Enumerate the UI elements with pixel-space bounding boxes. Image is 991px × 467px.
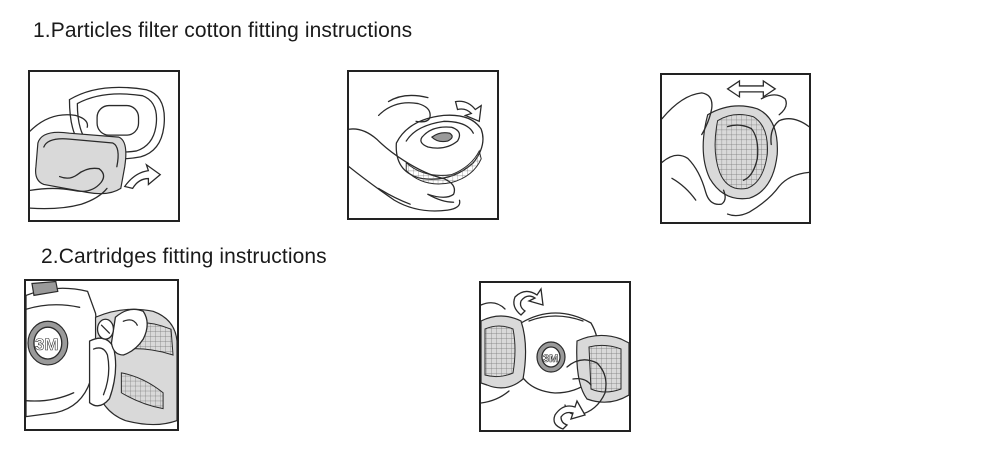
cartridge-attach-step-2-illustration: 3M bbox=[479, 281, 631, 432]
filter-insert-step-3-illustration bbox=[660, 73, 811, 224]
3m-logo-small: 3M bbox=[543, 353, 558, 365]
cartridge-attach-step-1-illustration: 3M bbox=[24, 279, 179, 431]
3m-logo: 3M bbox=[35, 335, 58, 354]
section-1-title: 1.Particles filter cotton fitting instru… bbox=[33, 19, 413, 42]
filter-insert-step-2-illustration bbox=[347, 70, 499, 220]
filter-insert-step-1-illustration bbox=[28, 70, 180, 222]
section-2-title: 2.Cartridges fitting instructions bbox=[41, 245, 327, 268]
